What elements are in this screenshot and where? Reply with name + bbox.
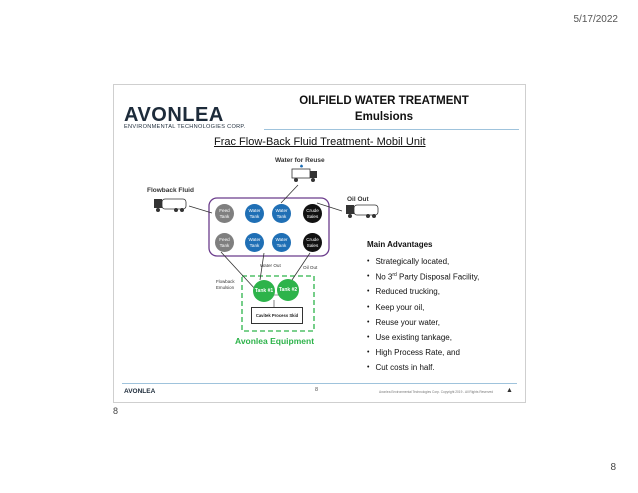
arrow-to-oil-out: [316, 202, 343, 212]
tank-feed-bottom: Feed Tank: [215, 233, 234, 252]
brand-tagline: ENVIRONMENTAL TECHNOLOGIES CORP.: [124, 124, 246, 130]
footer-divider: [122, 383, 517, 384]
arrow-oil-out: [291, 252, 311, 281]
advantage-item: •High Process Rate, and: [367, 348, 460, 358]
process-tank-2: Tank #2: [277, 279, 299, 301]
tank-group-frame: [208, 197, 330, 257]
label-water-out: Water Out: [260, 263, 281, 268]
brand-logo: AVONLEA: [124, 104, 224, 126]
advantage-item: •Keep your oil,: [367, 302, 425, 312]
advantage-item: •No 3rd Party Disposal Facility,: [367, 271, 480, 282]
print-date: 5/17/2022: [573, 14, 619, 25]
equipment-label: Avonlea Equipment: [235, 336, 315, 346]
advantage-item: •Use existing tankage,: [367, 333, 452, 343]
arrow-water-out: [259, 252, 265, 281]
truck-flowback-icon: [154, 198, 187, 212]
process-skid: Cavitek Process Skid: [251, 307, 303, 324]
process-tank-1: Tank #1: [253, 280, 275, 302]
advantage-item: •Reduced trucking,: [367, 287, 440, 297]
process-diagram: [154, 164, 379, 332]
footer-logo-icon: ▲: [506, 387, 513, 394]
tank-crude-bottom: Crude Sales: [303, 233, 322, 252]
footer-page-number: 8: [315, 387, 319, 393]
tank-water-bottom-1: Water Tank: [245, 233, 264, 252]
tank-feed-top: Feed Tank: [215, 204, 234, 223]
slide-title-line2: Emulsions: [354, 111, 414, 123]
page-number: 8: [610, 462, 616, 473]
label-water-for-reuse: Water for Reuse: [275, 157, 325, 164]
slide: AVONLEA ENVIRONMENTAL TECHNOLOGIES CORP.…: [113, 84, 526, 403]
slide-subtitle: Frac Flow-Back Fluid Treatment- Mobil Un…: [214, 136, 426, 148]
label-oil-out: Oil Out: [347, 196, 369, 203]
advantage-item: •Reuse your water,: [367, 317, 440, 327]
arrow-feed-to-tank1: [220, 251, 257, 291]
advantages-list: •Strategically located, •No 3rd Party Di…: [367, 254, 479, 376]
label-flowback-fluid: Flowback Fluid: [147, 187, 194, 194]
footer-brand: AVONLEA: [124, 388, 156, 395]
arrow-flowback-in: [188, 205, 213, 214]
truck-oil-icon: [346, 204, 379, 218]
tank-water-top-1: Water Tank: [245, 204, 264, 223]
slide-title-line1: OILFIELD WATER TREATMENT: [299, 95, 469, 107]
advantages-title: Main Advantages: [367, 240, 433, 249]
title-divider: [264, 129, 519, 130]
advantage-item: •Strategically located,: [367, 257, 450, 267]
tank-crude-top: Crude Sales: [303, 204, 322, 223]
advantage-item: •Cut costs in half.: [367, 363, 435, 373]
equipment-frame: [241, 275, 315, 332]
label-oil-out-small: Oil Out: [303, 265, 318, 270]
tank-water-bottom-2: Water Tank: [272, 233, 291, 252]
label-flowback-emulsion: Flowback Emulsion: [216, 279, 235, 290]
slide-number-below: 8: [113, 406, 119, 416]
truck-reuse-icon: [291, 164, 317, 182]
arrow-to-reuse: [280, 184, 299, 204]
tank-water-top-2: Water Tank: [272, 204, 291, 223]
footer-copyright: Avonlea Environmental Technologies Corp.…: [379, 390, 493, 394]
advantage-text-3rd-party: No 3rd Party Disposal Facility,: [375, 271, 480, 282]
